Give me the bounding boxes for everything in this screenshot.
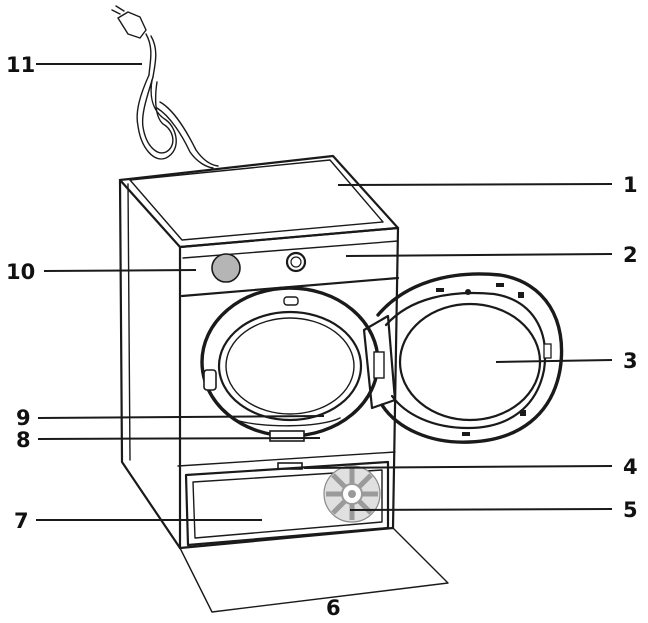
callout-5: 5 — [623, 498, 638, 522]
callout-7: 7 — [14, 509, 29, 533]
callout-3: 3 — [623, 349, 638, 373]
drum-opening — [200, 286, 380, 438]
callout-11: 11 — [6, 53, 35, 77]
open-door — [362, 272, 564, 444]
air-inlet-grille — [323, 465, 381, 523]
callout-2: 2 — [623, 243, 638, 267]
leader-lines — [36, 63, 613, 521]
type-plate — [269, 430, 305, 442]
callout-1: 1 — [623, 173, 638, 197]
callout-4: 4 — [623, 455, 638, 479]
floor-outline — [179, 527, 449, 613]
program-selector-knob — [211, 253, 241, 283]
fluff-filter — [235, 417, 341, 427]
power-cord — [111, 5, 219, 169]
callout-8: 8 — [16, 428, 31, 452]
callout-6: 6 — [326, 596, 341, 620]
start-button — [285, 251, 307, 273]
callout-9: 9 — [16, 406, 31, 430]
callout-10: 10 — [6, 260, 35, 284]
callout-labels: 1 2 3 4 5 6 7 8 9 10 11 — [6, 53, 638, 620]
